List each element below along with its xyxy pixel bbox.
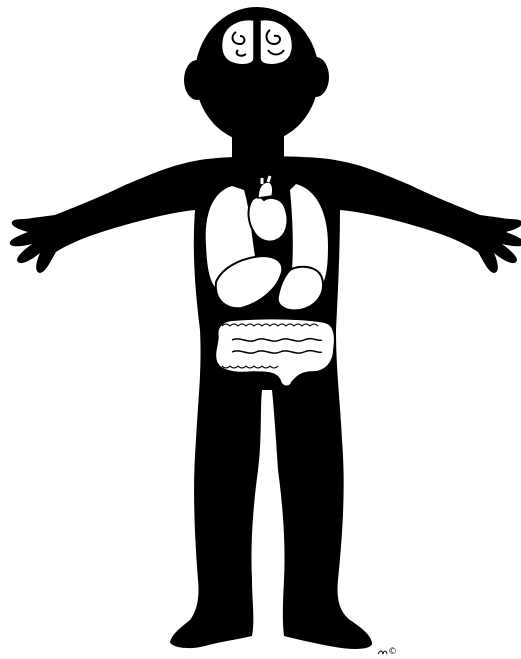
signature-copyright: © xyxy=(388,647,397,657)
left-ear xyxy=(184,60,210,100)
signature-scribble xyxy=(378,651,387,654)
leg-gap xyxy=(263,392,272,470)
head xyxy=(195,7,319,143)
right-ear xyxy=(303,57,329,97)
artist-signature: © xyxy=(378,647,397,657)
